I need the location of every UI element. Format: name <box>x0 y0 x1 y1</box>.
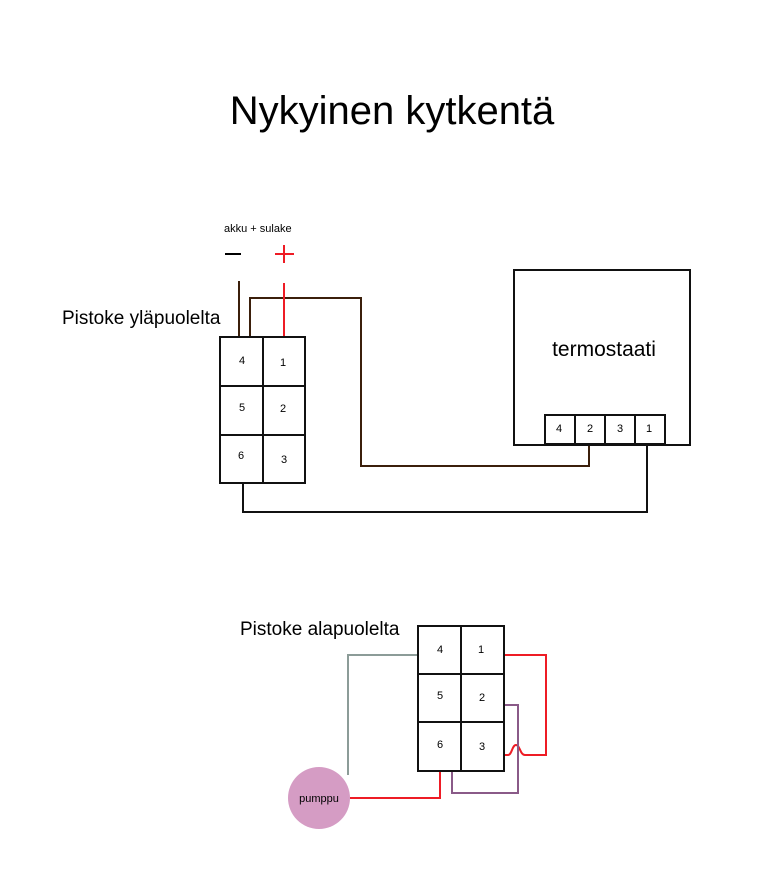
top-pin-1: 1 <box>280 357 286 369</box>
pump-circle <box>288 767 350 829</box>
bottom-connector <box>417 625 505 772</box>
top-pin-4: 4 <box>239 355 245 367</box>
bottom-pin-6: 6 <box>437 739 443 751</box>
power-label: akku + sulake <box>224 223 292 235</box>
wire-brown-to-thermostat-2 <box>249 297 590 467</box>
wire-gray-to-pump <box>347 654 418 775</box>
pump-label: pumppu <box>299 793 339 805</box>
bottom-connector-label: Pistoke alapuolelta <box>240 619 400 640</box>
top-pin-2: 2 <box>280 403 286 415</box>
thermostat-terminal-4: 4 <box>556 423 562 435</box>
top-pin-5: 5 <box>239 402 245 414</box>
thermostat-terminal-2: 2 <box>587 423 593 435</box>
thermostat-terminal-1: 1 <box>646 423 652 435</box>
thermostat-terminals <box>544 414 666 445</box>
wire-red-6-to-pump <box>350 771 441 799</box>
wire-black-to-thermostat-1 <box>242 444 648 513</box>
thermostat-label: termostaati <box>552 338 656 361</box>
diagram-title: Nykyinen kytkentä <box>230 89 555 133</box>
bottom-pin-2: 2 <box>479 692 485 704</box>
thermostat-terminal-3: 3 <box>617 423 623 435</box>
top-pin-3: 3 <box>281 454 287 466</box>
bottom-pin-5: 5 <box>437 690 443 702</box>
bottom-pin-1: 1 <box>478 644 484 656</box>
wire-purple-2-loop <box>451 704 519 794</box>
bottom-pin-3: 3 <box>479 741 485 753</box>
top-connector <box>219 336 306 484</box>
bottom-pin-4: 4 <box>437 644 443 656</box>
wire-red-1-to-3 <box>504 654 547 756</box>
top-connector-label: Pistoke yläpuolelta <box>62 308 221 329</box>
plus-sign <box>275 245 294 263</box>
top-pin-6: 6 <box>238 450 244 462</box>
